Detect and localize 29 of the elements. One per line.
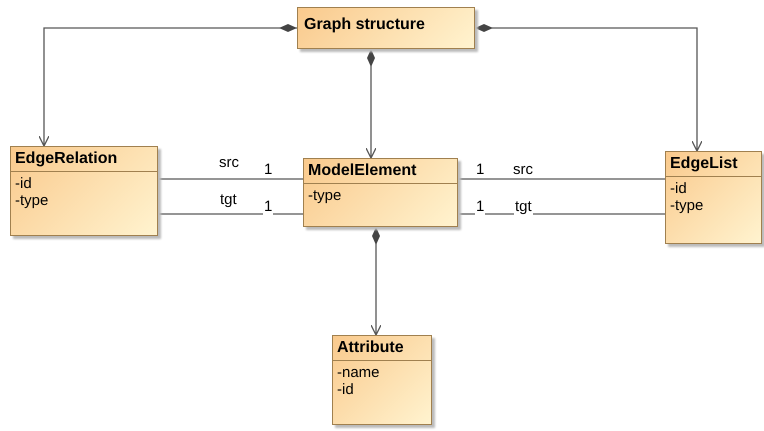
attribute-text: -id [669, 180, 688, 197]
role-label: tgt [219, 192, 238, 208]
class-name: Graph structure [303, 15, 426, 35]
multiplicity-label: 1 [263, 199, 274, 215]
class-box [10, 146, 158, 236]
class-box [332, 335, 432, 425]
association-line [458, 213, 665, 215]
class-name: EdgeRelation [11, 147, 157, 172]
attribute-text: -name [336, 364, 381, 381]
attribute-text: -type [669, 197, 704, 214]
class-box [303, 158, 458, 227]
association-line [458, 178, 665, 180]
attribute-text: -type [307, 187, 342, 204]
class-box [665, 151, 762, 244]
class-box [297, 7, 475, 49]
composition-arrow [38, 24, 297, 147]
class-name: ModelElement [304, 159, 457, 184]
association-line [158, 213, 303, 215]
attribute-text: -id [336, 381, 355, 398]
composition-arrow [365, 49, 377, 159]
class-name: Attribute [333, 336, 431, 361]
association-line [158, 178, 303, 180]
attribute-text: -id [14, 175, 33, 192]
multiplicity-label: 1 [475, 199, 486, 215]
class-name: EdgeList [666, 152, 761, 177]
attribute-text: -type [14, 192, 50, 209]
composition-arrow [370, 227, 382, 336]
role-label: tgt [514, 199, 533, 215]
composition-arrow [475, 24, 703, 152]
